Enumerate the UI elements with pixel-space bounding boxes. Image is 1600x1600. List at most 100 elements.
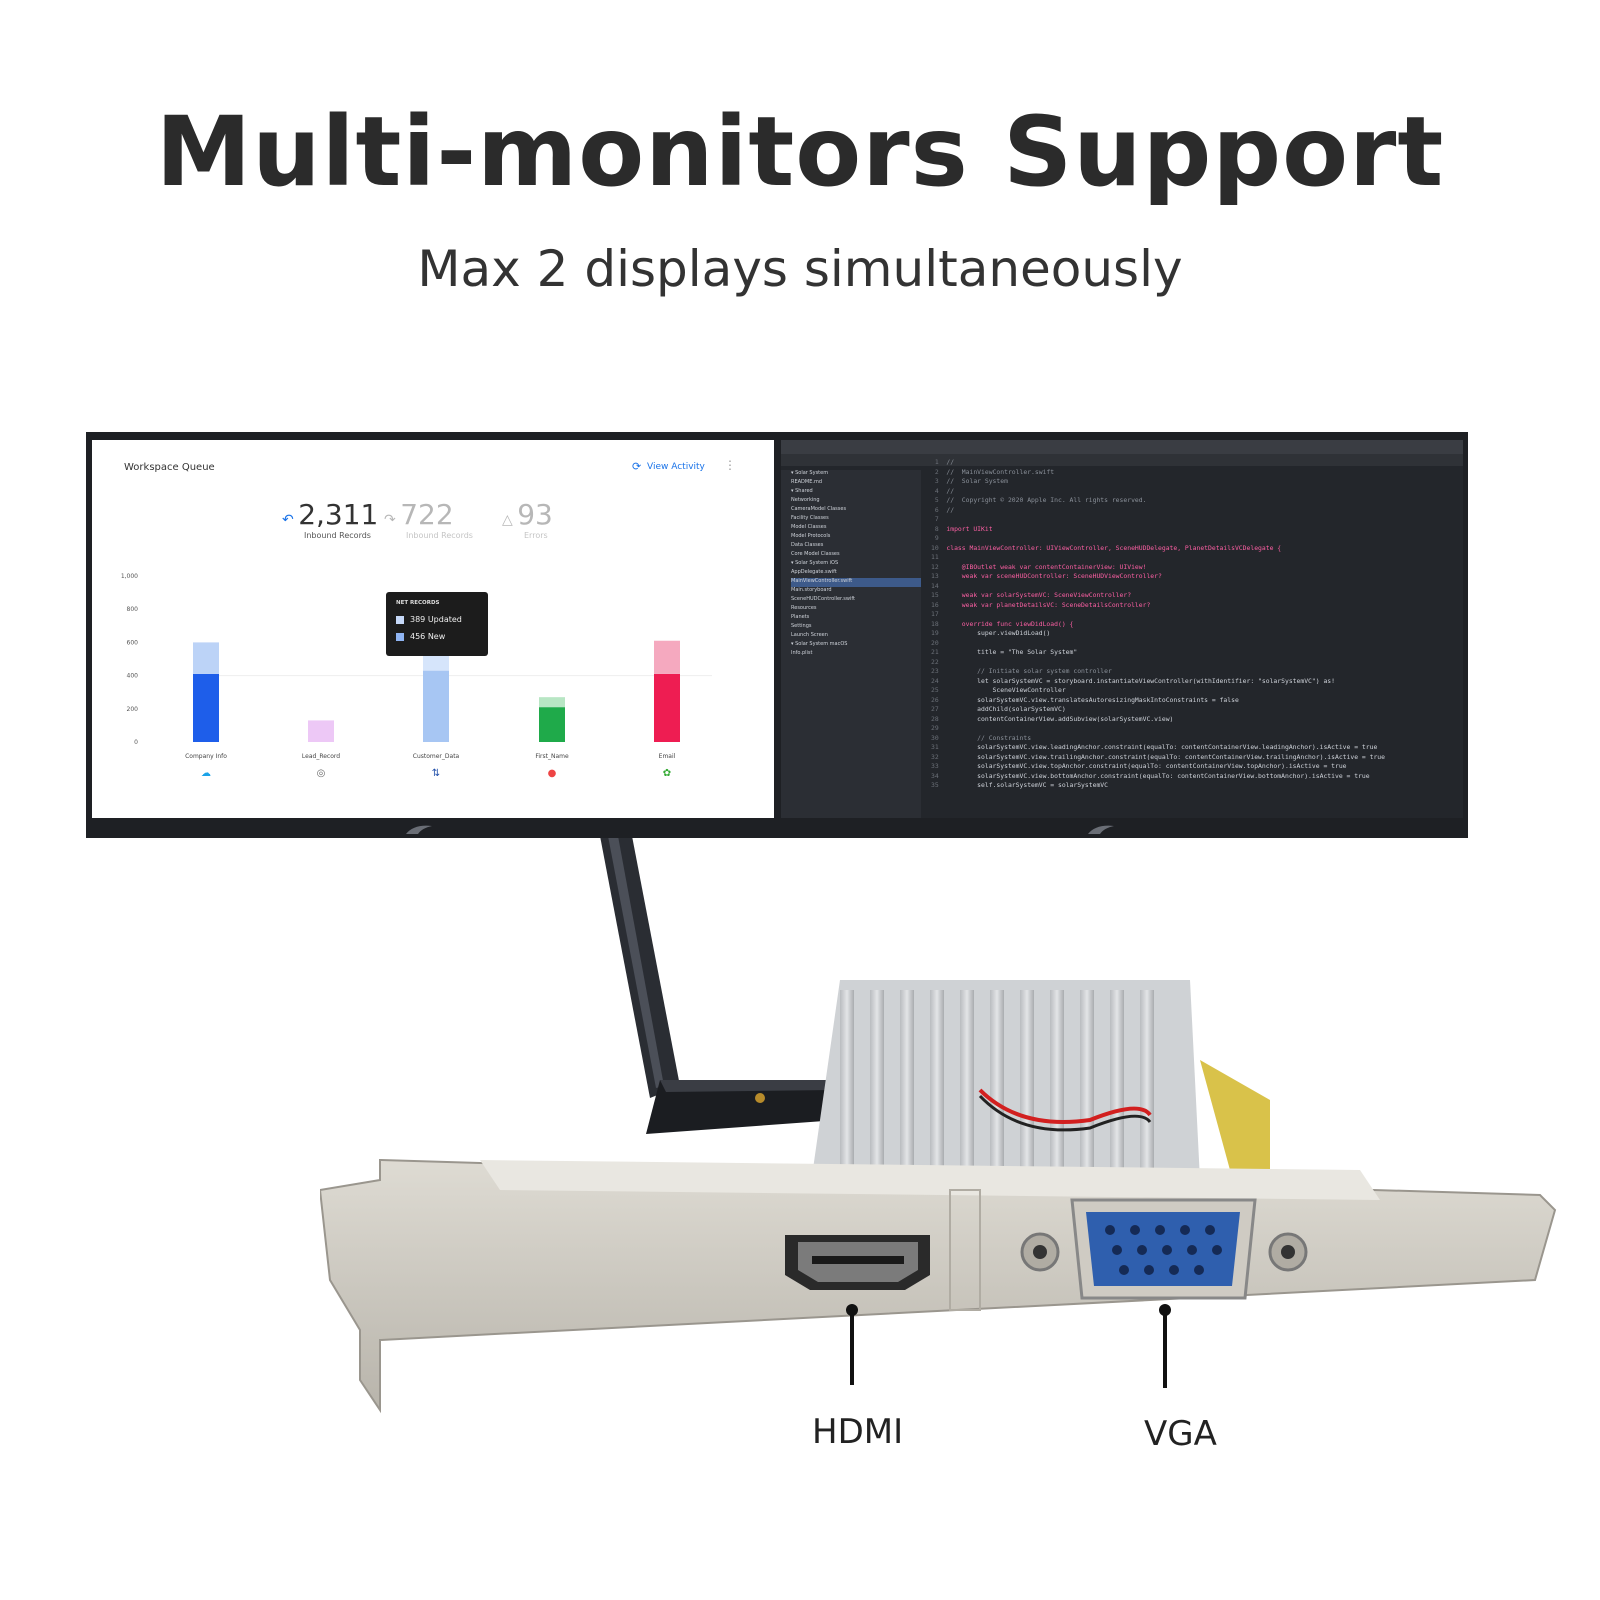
bar-segment-upper[interactable] [539,697,565,708]
code-line: 14 [931,581,947,590]
code-line: 20 [931,638,947,647]
monitor-stand-neck [600,836,680,1098]
navigator-item[interactable]: ▾ Solar System iOS [791,560,839,566]
y-tick-label: 400 [127,673,139,680]
dual-monitor: Workspace Queue View Activity ⋮ ⟳ ↶ 2,31… [86,432,1468,838]
code-line: 26 solarSystemVC.view.translatesAutoresi… [931,695,1239,704]
navigator-item[interactable]: ▾ Solar System macOS [791,641,848,647]
navigator-item[interactable]: Info.plist [791,650,813,656]
navigator-item[interactable]: Networking [791,497,820,503]
bar-segment-upper[interactable] [193,642,219,674]
bar-segment-upper[interactable] [654,640,680,674]
refresh-icon: ⟳ [632,460,642,473]
navigator-item[interactable]: Facility Classes [791,515,829,521]
left-screen-dashboard: Workspace Queue View Activity ⋮ ⟳ ↶ 2,31… [92,440,774,818]
code-line: 18 override func viewDidLoad() { [931,619,1074,628]
code-line: 23 // Initiate solar system controller [931,667,1112,675]
metric-inbound: ↶ 2,311 Inbound Records [282,498,379,540]
navigator-item[interactable]: Main.storyboard [791,587,832,593]
code-line: 12 @IBOutlet weak var contentContainerVi… [931,562,1147,571]
code-line: 3 // Solar System [931,477,1008,485]
editor-toolbar [781,440,1463,454]
code-line: 33 solarSystemVC.view.topAnchor.constrai… [931,762,1347,770]
code-line: 5 // Copyright © 2020 Apple Inc. All rig… [931,496,1147,504]
navigator-item[interactable]: ▾ Solar System [791,470,829,476]
bar-segment[interactable] [193,673,219,742]
code-line: 15 weak var solarSystemVC: SceneViewCont… [931,591,1132,599]
code-line: 10 class MainViewController: UIViewContr… [931,543,1282,552]
category-label: Customer_Data [413,753,460,760]
undo-icon: ↶ [282,512,299,528]
source-code: 1 // 2 // MainViewController.swift 3 // … [931,458,1455,791]
graphics-card-illustration [320,980,1557,1414]
monitor-stand-base [646,1080,838,1134]
source-icon: ✿ [663,768,671,779]
code-line: 9 [931,534,947,542]
navigator-item[interactable]: SceneHUDController.swift [791,596,855,602]
source-icon: ● [548,768,557,779]
bar-segment[interactable] [654,673,680,742]
navigator-item[interactable]: README.md [791,479,823,485]
navigator-item[interactable]: Data Classes [791,542,824,548]
navigator-item[interactable]: ▾ Shared [791,488,813,494]
navigator-item[interactable]: Core Model Classes [791,551,840,557]
code-line: 21 title = "The Solar System" [931,648,1078,656]
code-line: 6 // [931,505,955,514]
code-line: 4 // [931,486,955,495]
hdmi-label: HDMI [812,1412,904,1452]
navigator-item[interactable]: Model Protocols [791,533,831,539]
code-line: 28 contentContainerView.addSubview(solar… [931,714,1174,723]
y-tick-label: 0 [134,739,138,746]
code-line: 2 // MainViewController.swift [931,467,1055,476]
right-screen-code-editor: ▾ Solar System README.md ▾ Shared Network… [781,440,1463,818]
code-line: 31 solarSystemVC.view.leadingAnchor.cons… [931,743,1378,751]
navigator-item[interactable]: Model Classes [791,524,827,530]
code-line: 30 // Constraints [931,733,1032,742]
navigator-item[interactable]: AppDelegate.swift [791,569,837,575]
code-line: 19 super.viewDidLoad() [931,629,1051,637]
left-bezel-logo [406,825,432,834]
code-line: 29 [931,724,947,732]
category-label: Lead_Record [302,753,340,760]
bar-segment-upper[interactable] [308,720,334,742]
more-options-icon[interactable]: ⋮ [724,458,736,472]
bar-segment[interactable] [423,670,449,742]
code-line: 13 weak var sceneHUDController: SceneHUD… [931,572,1162,580]
code-line: 25 SceneViewController [931,686,1066,694]
y-tick-label: 1,000 [121,573,138,580]
warning-icon: △ [502,512,518,528]
navigator-item[interactable]: CameraModel Classes [791,506,847,512]
navigator-item[interactable]: Settings [791,623,812,629]
redo-icon: ↷ [384,512,401,528]
code-line: 22 [931,657,947,666]
category-label: First_Name [535,753,569,760]
project-navigator: ▾ Solar System README.md ▾ Shared Network… [781,470,921,818]
metric-errors: △ 93 Errors [502,498,553,540]
code-line: 35 self.solarSystemVC = solarSystemVC [931,781,1108,789]
view-activity-link[interactable]: View Activity [647,462,705,472]
navigator-item[interactable]: Planets [791,614,810,620]
code-line: 1 // [931,458,955,466]
y-tick-label: 600 [127,639,139,646]
category-label: Email [659,753,676,760]
right-bezel-logo [1088,825,1114,834]
editor-tabbar [781,454,1463,466]
hdmi-port [785,1235,930,1290]
metric-inbound-2: ↷ 722 Inbound Records [384,498,473,540]
code-line: 24 let solarSystemVC = storyboard.instan… [931,676,1335,685]
vga-label: VGA [1144,1414,1217,1454]
navigator-item[interactable]: Resources [791,605,817,611]
source-icon: ◎ [317,768,326,779]
page-subtitle: Max 2 displays simultaneously [417,240,1183,298]
navigator-item[interactable]: MainViewController.swift [791,578,921,587]
y-tick-label: 800 [127,606,139,613]
code-line: 17 [931,610,947,618]
source-icon: ⇅ [432,768,440,779]
source-icon: ☁ [201,768,211,779]
code-line: 27 addChild(solarSystemVC) [931,705,1066,713]
y-tick-label: 200 [127,706,139,713]
code-line: 11 [931,553,947,561]
bar-segment[interactable] [539,707,565,742]
navigator-item[interactable]: Launch Screen [791,632,828,638]
code-line: 32 solarSystemVC.view.trailingAnchor.con… [931,752,1386,761]
